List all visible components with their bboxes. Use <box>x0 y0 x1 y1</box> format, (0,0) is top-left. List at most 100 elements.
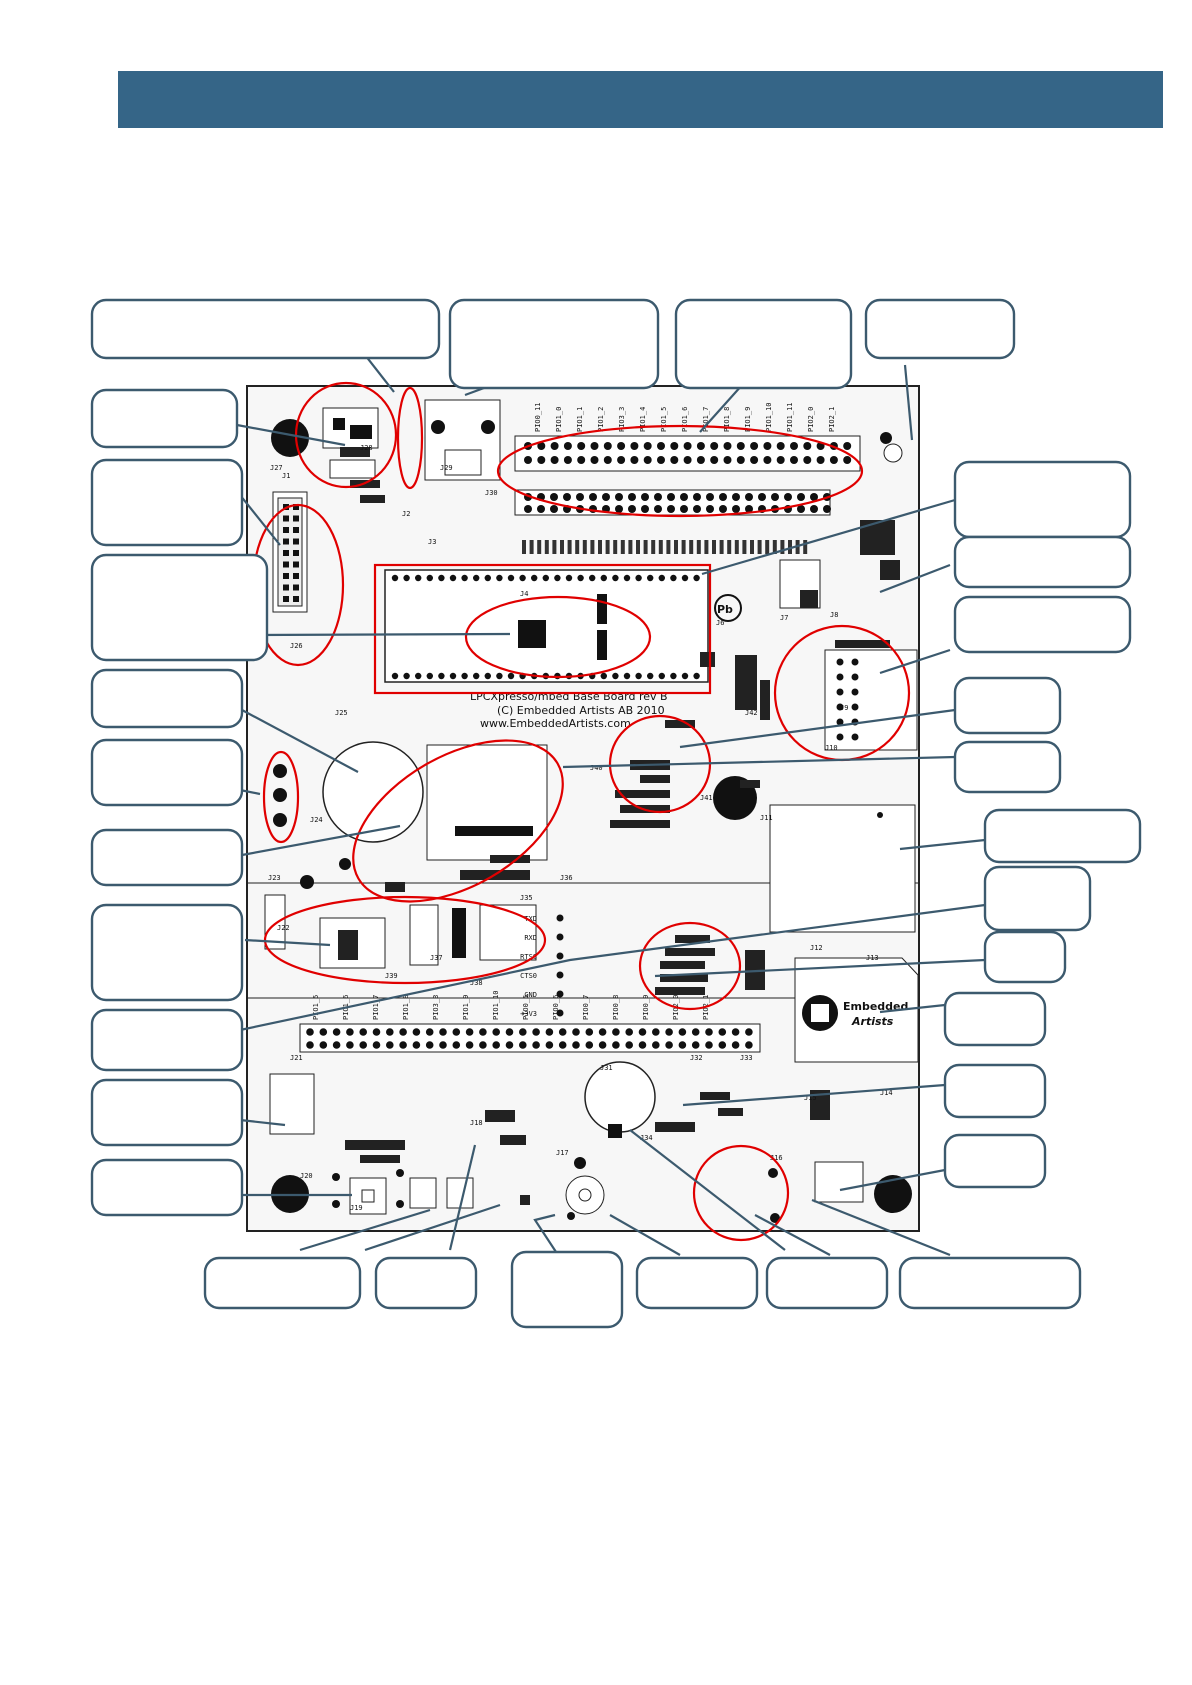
resistor <box>605 540 610 554</box>
jumper-pin <box>556 971 564 979</box>
socket-pin <box>589 574 596 582</box>
jumper-label: TXD <box>524 915 537 923</box>
callout-box-28 <box>510 1250 624 1329</box>
header-pin <box>524 456 532 464</box>
header-pin <box>615 505 623 513</box>
button-sw3 <box>409 1177 437 1209</box>
header-pin <box>750 442 759 450</box>
ref-designator: J25 <box>335 709 348 717</box>
j56-pin <box>319 1041 328 1049</box>
callout-box-13 <box>90 1078 244 1147</box>
silkscreen-copyright: (C) Embedded Artists AB 2010 <box>497 704 665 717</box>
header-pin-label: PIO1_7 <box>702 407 710 432</box>
j56-pin <box>705 1028 713 1036</box>
ref-designator: J34 <box>640 1134 653 1142</box>
header-pin-label: PIO1_4 <box>639 407 647 432</box>
ref-designator: J36 <box>560 874 573 882</box>
header-pin <box>723 442 732 450</box>
j56-pin-label: PIO0_5 <box>522 995 530 1020</box>
resistor <box>742 540 747 554</box>
j56-pin <box>412 1028 421 1036</box>
callout-box-2 <box>448 298 660 390</box>
j56-header <box>299 1023 761 1053</box>
header-pin <box>550 442 559 450</box>
header-pin <box>641 505 649 513</box>
smd-part <box>800 590 818 608</box>
socket-pin <box>612 672 619 680</box>
jumper-pin <box>556 914 564 922</box>
header-pin <box>590 456 599 464</box>
header-pin <box>719 505 727 513</box>
ref-designator: J37 <box>430 954 443 962</box>
j56-pin <box>612 1028 620 1036</box>
j6-pin <box>283 596 289 602</box>
header-pin <box>630 456 639 464</box>
j56-pin <box>439 1041 447 1049</box>
resistor <box>529 540 534 554</box>
socket-pin <box>542 574 549 582</box>
j56-pin <box>678 1028 687 1036</box>
ref-designator: J38 <box>470 979 483 987</box>
header-pin <box>706 505 714 513</box>
socket-pin <box>693 574 700 582</box>
j56-pin-label: PIO0_6 <box>552 995 560 1020</box>
j56-pin <box>386 1041 394 1049</box>
right-conn-pin <box>836 703 844 711</box>
header-pin <box>710 456 719 464</box>
smd-part <box>610 820 670 828</box>
smd-part <box>485 1110 515 1122</box>
resistor <box>590 540 595 554</box>
jumper-pin <box>556 952 564 960</box>
callout-box-8 <box>90 668 244 729</box>
callout-box-17 <box>953 595 1132 654</box>
header-pin <box>719 493 727 501</box>
j56-pin <box>638 1028 647 1036</box>
j56-pin <box>691 1028 700 1036</box>
header-pin <box>758 493 766 501</box>
socket-pin <box>507 574 515 582</box>
ref-designator: J1 <box>282 472 290 480</box>
socket-pin <box>681 672 689 680</box>
header-pin <box>710 442 719 450</box>
jumper-pin <box>556 990 564 998</box>
highlight-top-header <box>496 424 864 518</box>
smd-part <box>500 1135 526 1145</box>
callout-boxes <box>90 298 1142 1329</box>
j56-pin <box>572 1028 580 1036</box>
header-pin <box>680 493 688 501</box>
j56-pin <box>399 1041 407 1049</box>
socket-pin <box>565 574 573 582</box>
j56-pin <box>572 1041 580 1049</box>
j56-pin <box>652 1028 660 1036</box>
smd-part <box>835 640 890 648</box>
socket-pin <box>658 672 665 680</box>
j56-pin <box>612 1041 620 1049</box>
ref-designator: J30 <box>485 489 498 497</box>
resistor <box>757 540 762 554</box>
j56-pin <box>359 1041 368 1049</box>
header-pin <box>745 505 753 513</box>
header-pin <box>750 456 759 464</box>
j56-pin <box>319 1028 328 1036</box>
socket-pin <box>415 574 422 582</box>
right-conn-pin <box>851 688 859 696</box>
resistor <box>544 540 549 554</box>
header-pin <box>680 505 688 513</box>
header-pin <box>589 493 597 501</box>
header-pin <box>643 456 652 464</box>
header-pin <box>829 456 838 464</box>
ref-designator: J16 <box>770 1154 783 1162</box>
header-pin <box>643 442 652 450</box>
j6-pin <box>293 573 299 579</box>
j56-pin <box>731 1041 740 1049</box>
header-pin <box>797 493 805 501</box>
header-pin <box>550 505 558 513</box>
header-pin <box>803 456 812 464</box>
header-pin <box>732 493 740 501</box>
socket-pin <box>461 574 468 582</box>
j6-pin <box>283 527 289 533</box>
j6-pin <box>293 504 299 510</box>
right-conn-pin <box>851 658 859 666</box>
